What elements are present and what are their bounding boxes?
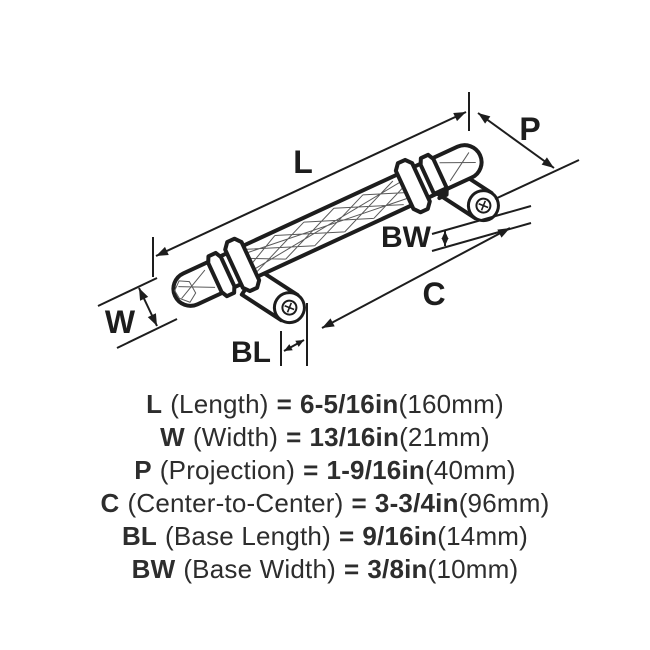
dimension-label-projection: P [519, 111, 540, 147]
screw-hole-icon [281, 299, 298, 316]
dimension-label-base-length: BL [231, 336, 271, 369]
spec-metric: (10mm) [427, 554, 519, 584]
spec-name: (Base Width) [183, 554, 336, 584]
spec-equals: = [338, 521, 355, 551]
spec-row-center-to-center: C(Center-to-Center)=3-3/4in(96mm) [0, 487, 650, 520]
spec-metric: (40mm) [424, 455, 516, 485]
spec-value: 9/16in [362, 521, 438, 551]
spec-metric: (96mm) [458, 488, 550, 518]
spec-name: (Center-to-Center) [127, 488, 344, 518]
spec-code: BL [121, 521, 158, 551]
spec-equals: = [276, 389, 293, 419]
spec-name: (Width) [192, 422, 279, 452]
dimension-base-length: BL [231, 303, 308, 369]
spec-value: 3/8in [367, 554, 428, 584]
spec-code: L [146, 389, 163, 419]
spec-equals: = [351, 488, 367, 518]
dimension-width: W [97, 277, 178, 349]
spec-equals: = [343, 554, 360, 584]
spec-value: 1-9/16in [326, 455, 425, 485]
spec-equals: = [286, 422, 302, 452]
dimension-label-length: L [293, 144, 313, 180]
dimension-specs: L(Length)=6-5/16in(160mm) W(Width)=13/16… [0, 388, 650, 586]
spec-name: (Projection) [159, 455, 296, 485]
spec-code: BW [131, 554, 176, 584]
spec-metric: (14mm) [437, 521, 529, 551]
spec-name: (Length) [170, 389, 269, 419]
dimension-center-to-center: C [321, 227, 511, 329]
spec-code: P [134, 455, 152, 485]
spec-value: 3-3/4in [374, 488, 459, 518]
cabinet-pull-diagram: L P C W BL [97, 92, 580, 369]
spec-metric: (160mm) [398, 389, 504, 419]
dimension-label-width: W [105, 304, 136, 340]
dimension-base-width: BW [381, 205, 532, 254]
spec-equals: = [303, 455, 319, 485]
dimension-projection: P [477, 111, 580, 200]
spec-value: 6-5/16in [300, 389, 399, 419]
spec-row-base-width: BW(Base Width)=3/8in(10mm) [0, 553, 650, 586]
spec-metric: (21mm) [399, 422, 490, 452]
dimension-label-base-width: BW [381, 221, 432, 254]
spec-value: 13/16in [309, 422, 400, 452]
dimension-label-center: C [422, 276, 445, 312]
spec-row-length: L(Length)=6-5/16in(160mm) [0, 388, 650, 421]
spec-row-projection: P(Projection)=1-9/16in(40mm) [0, 454, 650, 487]
spec-name: (Base Length) [165, 521, 331, 551]
screw-hole-icon [475, 197, 492, 214]
spec-code: W [160, 422, 185, 452]
end-cap-facet [174, 280, 197, 303]
spec-row-width: W(Width)=13/16in(21mm) [0, 421, 650, 454]
spec-row-base-length: BL(Base Length)=9/16in(14mm) [0, 520, 650, 553]
spec-code: C [100, 488, 120, 518]
dimension-length: L [152, 92, 470, 277]
